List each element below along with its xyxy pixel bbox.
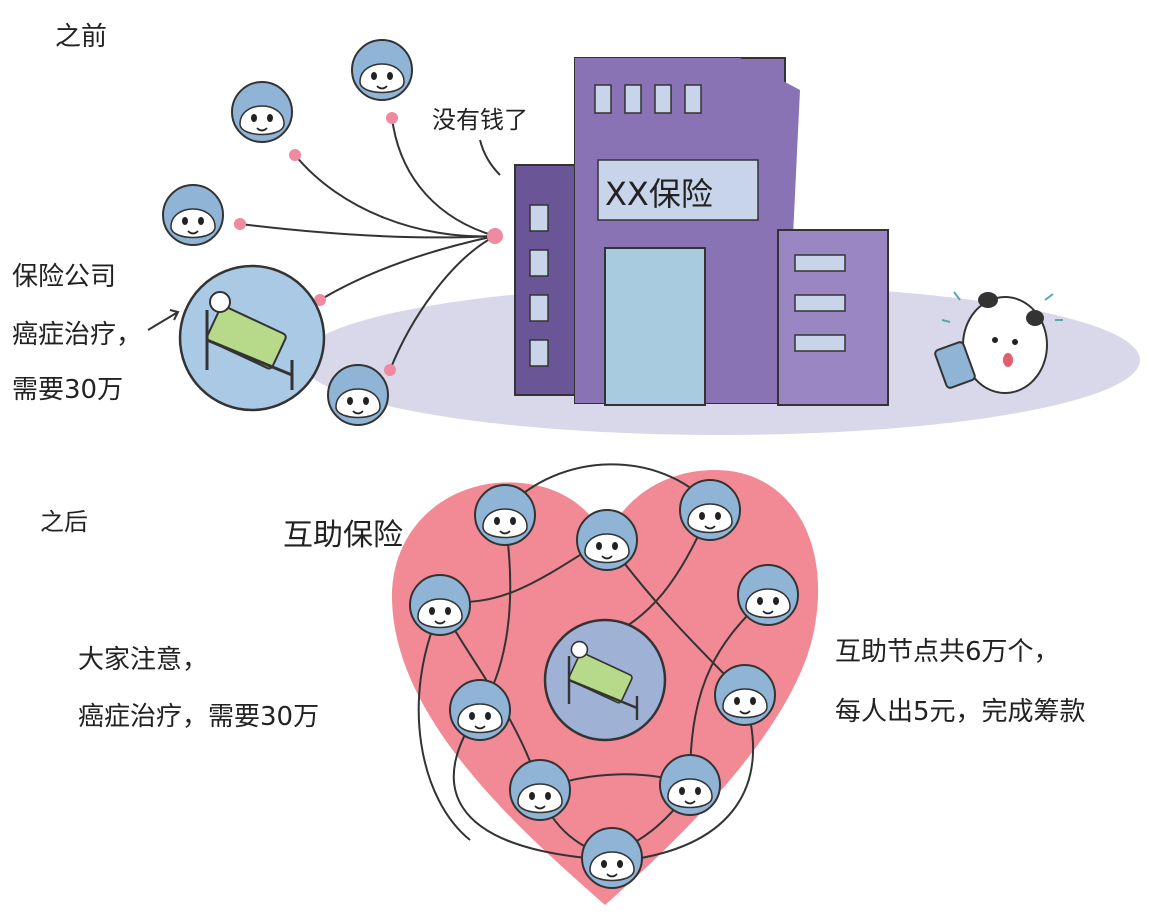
after-title: 互助保险 [283,518,403,553]
face-icon [737,564,799,626]
speech-text: 没有钱了 [432,106,528,134]
face-icon [474,484,536,546]
after-right-caption-2: 每人出5元，完成筹款 [835,697,1086,727]
after-left-caption-1: 大家注意， [78,645,208,675]
face-icon [679,479,741,541]
before-caption-line-2: 癌症治疗， [12,320,142,350]
connector-lines [239,117,496,371]
face-icon [231,81,293,143]
face-icon [162,184,224,246]
face-icon [449,679,511,741]
speech-line [479,139,501,176]
after-left-caption-2: 癌症治疗，需要30万 [78,702,319,732]
building-icon [514,57,889,406]
face-icon [409,574,471,636]
after-right-caption-1: 互助节点共6万个， [835,637,1060,667]
face-icon [659,754,721,816]
crying-character-icon [934,291,1063,394]
before-caption-line-1: 保险公司 [12,262,116,292]
arrow-icon [147,309,180,331]
face-icon [327,364,389,426]
before-section-label: 之前 [55,22,107,52]
face-icon [714,664,776,726]
face-icon [581,827,643,889]
connector-dots [234,112,503,376]
face-icon [509,759,571,821]
face-icon [351,39,413,101]
before-caption-line-3: 需要30万 [12,375,123,405]
face-icon [576,509,638,571]
building-sign: XX保险 [605,175,713,213]
after-section-label: 之后 [40,508,88,536]
